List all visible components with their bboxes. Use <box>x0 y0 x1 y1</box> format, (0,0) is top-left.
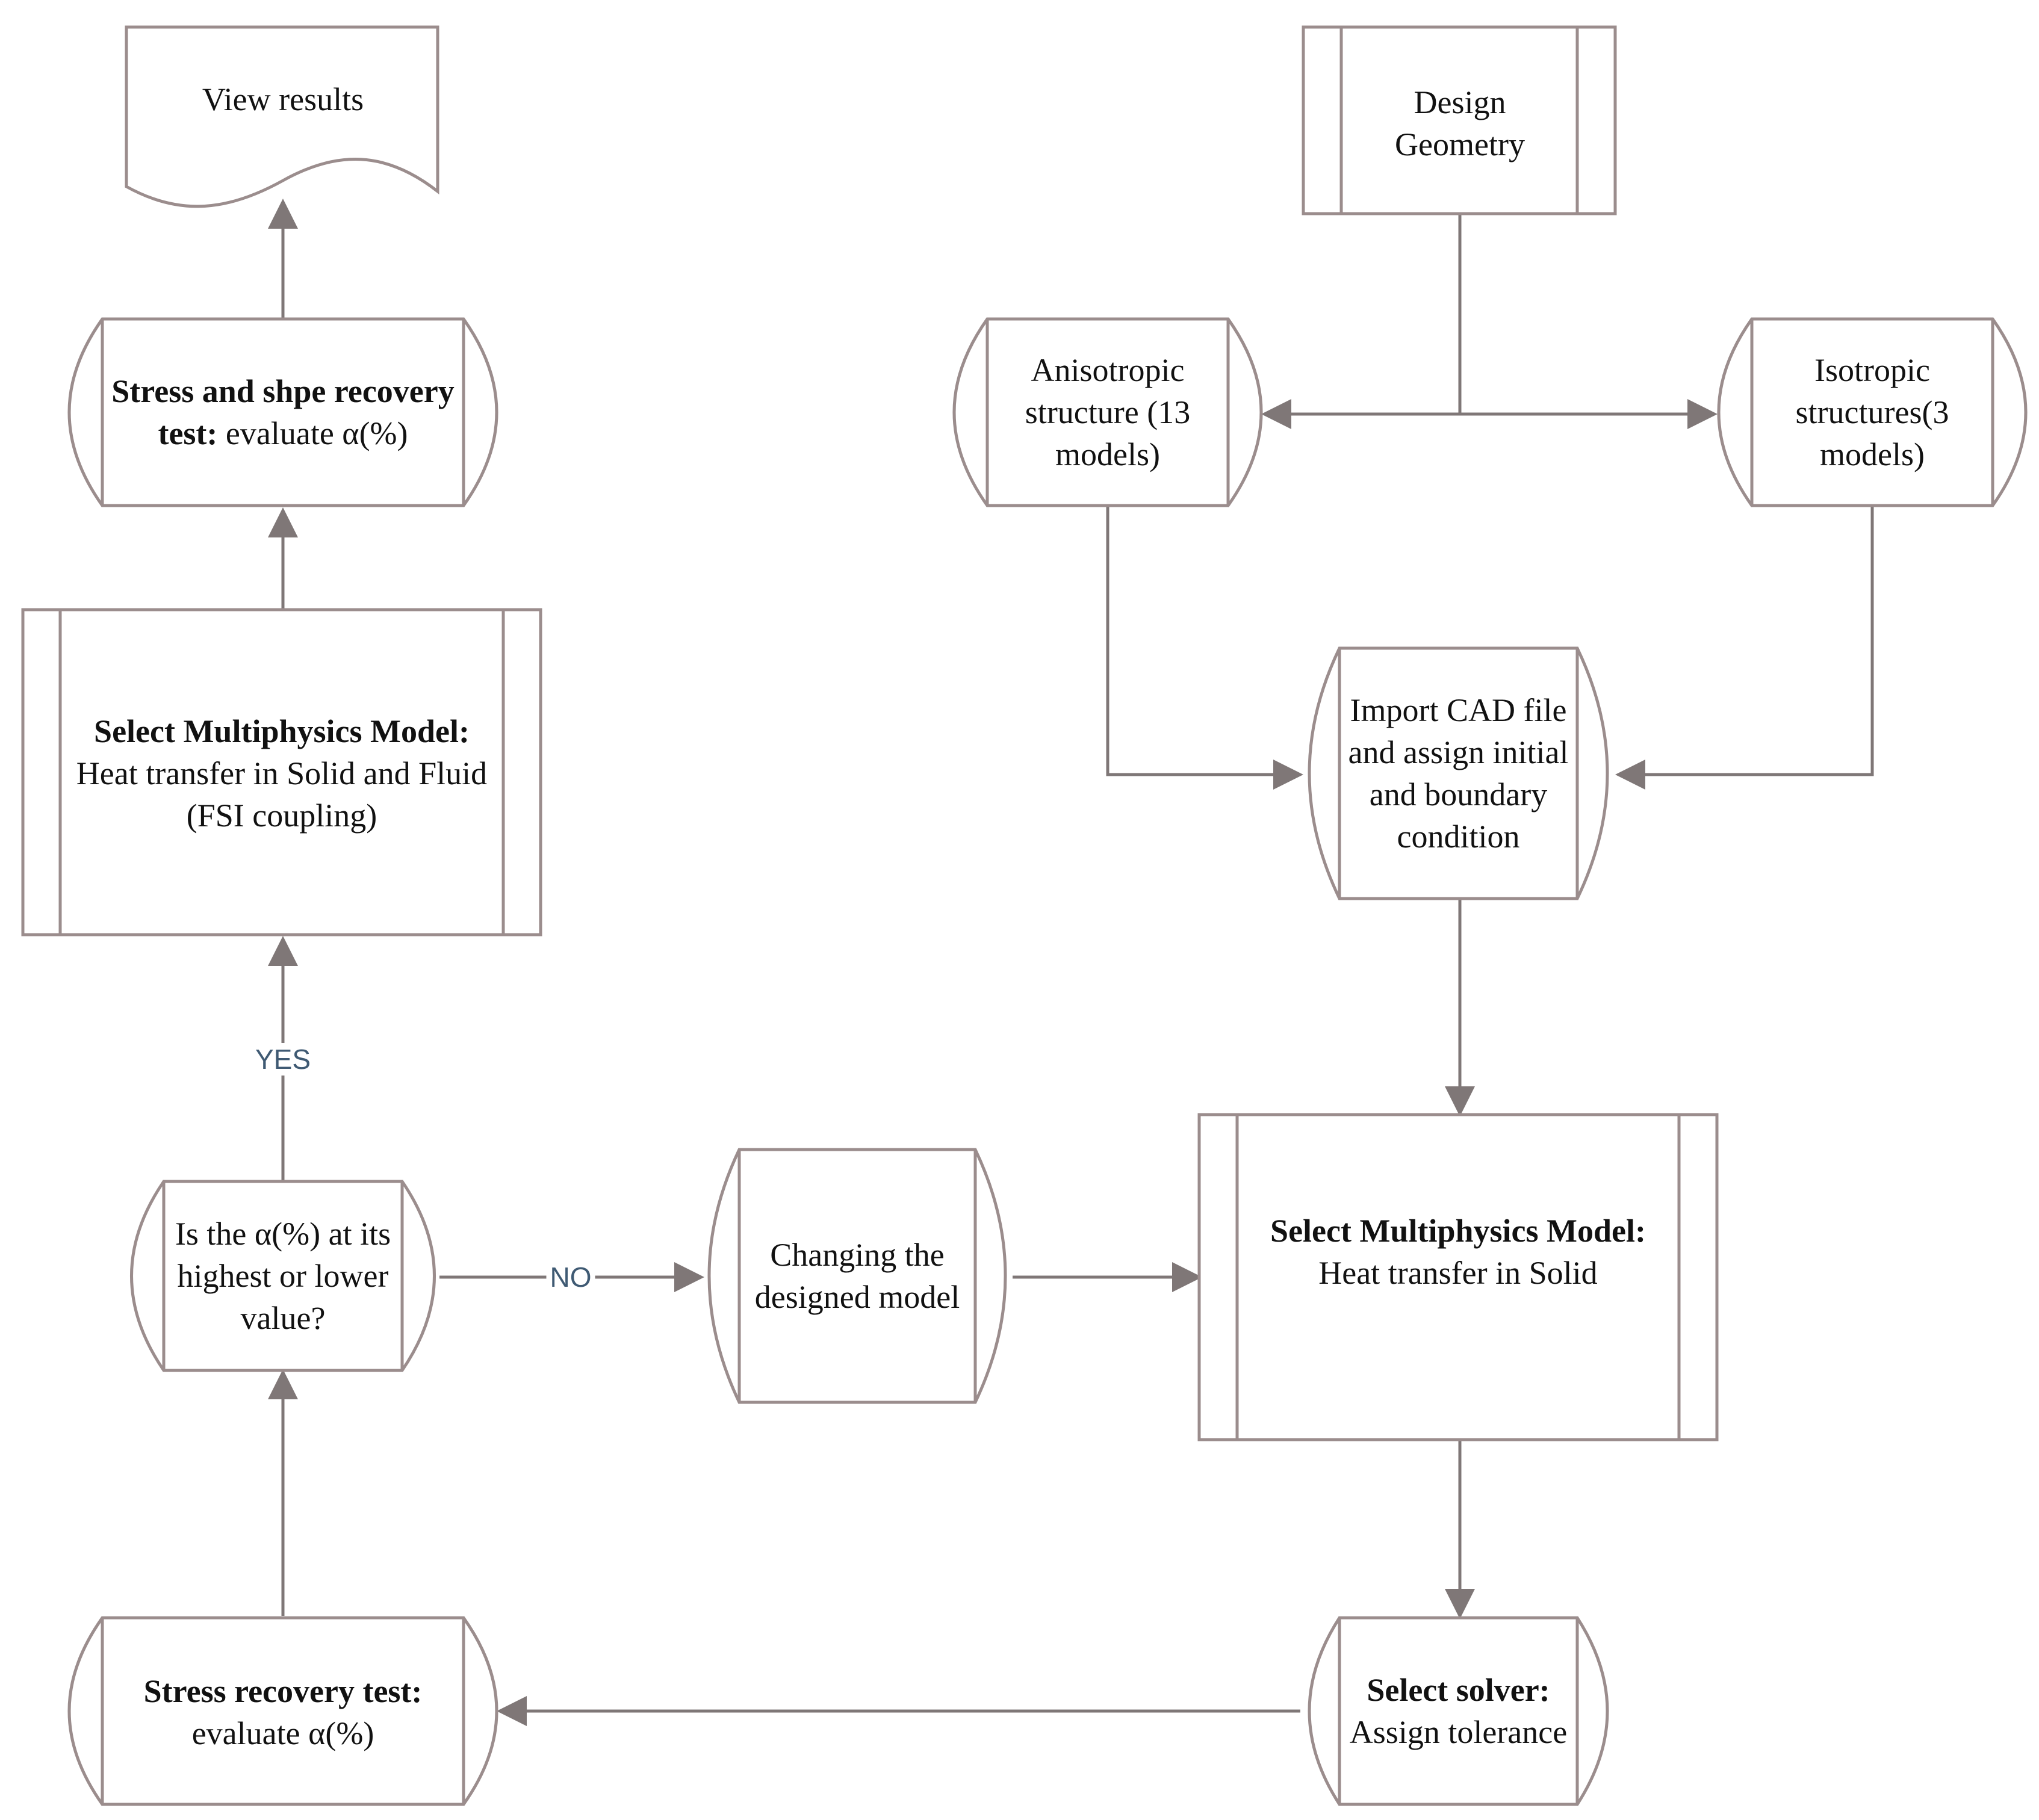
node-select-solver: Select solver: Assign tolerance <box>1345 1634 1571 1788</box>
isotropic-text: Isotropic structures(3 models) <box>1795 352 1949 472</box>
multiphysics-solid-rest: Heat transfer in Solid <box>1318 1255 1598 1291</box>
select-solver-rest: Assign tolerance <box>1349 1714 1568 1750</box>
node-import-cad: Import CAD file and assign initial and b… <box>1345 662 1571 885</box>
edge-label-yes: YES <box>251 1043 315 1076</box>
node-view-results-shape <box>125 25 439 208</box>
node-design-geometry-shape <box>1302 25 1617 215</box>
select-solver-bold: Select solver: <box>1367 1672 1550 1708</box>
node-multiphysics-fsi: Select Multiphysics Model: Heat transfer… <box>66 662 497 885</box>
node-anisotropic-shape <box>952 317 1263 507</box>
multiphysics-solid-bold: Select Multiphysics Model: <box>1270 1213 1646 1249</box>
node-decision: Is the α(%) at its highest or lower valu… <box>170 1189 396 1363</box>
node-changing-model: Changing the designed model <box>745 1180 969 1372</box>
node-multiphysics-fsi-shape <box>21 608 542 936</box>
design-geometry-text: Design Geometry <box>1395 84 1525 162</box>
stress-shape-test-rest: evaluate α(%) <box>225 415 408 451</box>
multiphysics-fsi-rest: Heat transfer in Solid and Fluid (FSI co… <box>76 755 488 834</box>
view-results-text: View results <box>202 81 364 117</box>
node-design-geometry: Design Geometry <box>1342 60 1577 187</box>
import-cad-text: Import CAD file and assign initial and b… <box>1348 692 1569 855</box>
node-multiphysics-solid: Select Multiphysics Model: Heat transfer… <box>1243 1180 1673 1324</box>
edge-isotropic-to-import-cad <box>1615 506 1874 790</box>
multiphysics-fsi-bold: Select Multiphysics Model: <box>94 713 470 749</box>
node-select-solver-shape <box>1308 1616 1609 1806</box>
node-stress-shape-test: Stress and shpe recovery test: evaluate … <box>108 337 458 488</box>
edge-anisotropic-to-import-cad <box>1106 506 1303 790</box>
stress-test-rest: evaluate α(%) <box>191 1715 374 1751</box>
node-stress-test: Stress recovery test: evaluate α(%) <box>108 1643 458 1781</box>
node-stress-test-shape <box>67 1616 498 1806</box>
node-anisotropic: Anisotropic structure (13 models) <box>993 337 1222 488</box>
connectors <box>268 199 1874 1726</box>
stress-shape-test-text: Stress and shpe recovery test: evaluate … <box>108 370 458 454</box>
node-multiphysics-solid-shape <box>1197 1113 1719 1441</box>
changing-model-text: Changing the designed model <box>754 1237 960 1315</box>
node-decision-shape <box>130 1180 436 1372</box>
node-view-results: View results <box>144 57 421 141</box>
node-isotropic: Isotropic structures(3 models) <box>1758 337 1987 488</box>
edge-label-no: NO <box>546 1261 595 1293</box>
decision-text: Is the α(%) at its highest or lower valu… <box>175 1216 391 1336</box>
node-changing-model-shape <box>707 1148 1007 1404</box>
node-stress-shape-test-shape <box>67 317 498 507</box>
stress-test-bold: Stress recovery test: <box>143 1673 423 1709</box>
stress-shape-test-bold: Stress and shpe recovery test: <box>111 373 455 451</box>
node-isotropic-shape <box>1717 317 2028 507</box>
node-import-cad-shape <box>1308 646 1609 900</box>
anisotropic-text: Anisotropic structure (13 models) <box>1025 352 1191 472</box>
